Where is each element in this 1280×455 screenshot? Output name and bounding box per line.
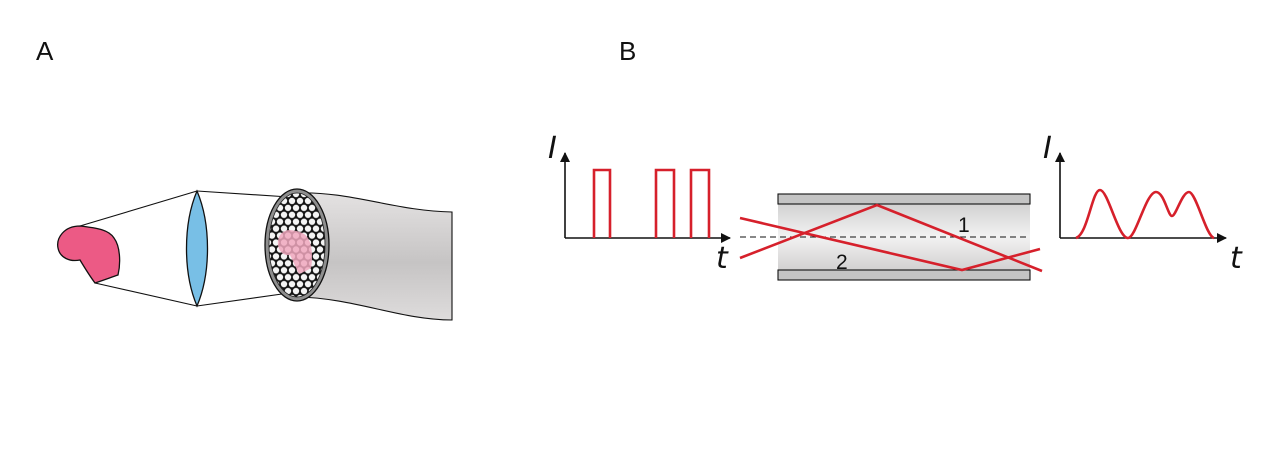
lens — [185, 189, 209, 308]
fiber-bundle-body — [296, 192, 453, 321]
output-pulse-plot: I t — [1043, 131, 1243, 276]
input-pulse-3 — [689, 168, 711, 238]
ray-1 — [739, 203, 1043, 273]
input-pulse-2 — [654, 168, 676, 238]
output-signal — [1075, 188, 1215, 240]
output-y-axis-label: I — [1043, 131, 1052, 166]
optical-fiber: 1 2 — [739, 193, 1043, 281]
panel-b: B I t 1 2 I — [548, 36, 1243, 281]
output-x-axis-label: t — [1230, 241, 1243, 276]
input-pulses — [592, 168, 711, 238]
panel-b-label: B — [619, 36, 636, 66]
fiber-top-cladding — [777, 193, 1031, 205]
input-pulse-1 — [592, 168, 612, 238]
panel-a-label: A — [36, 36, 54, 66]
light-cone — [79, 190, 290, 307]
input-y-axis-label: I — [548, 131, 557, 166]
panel-a: A — [36, 36, 453, 321]
ray-2-label: 2 — [836, 251, 848, 274]
ray-1-label: 1 — [958, 214, 970, 237]
fiber-bottom-cladding — [777, 269, 1031, 281]
projected-image — [277, 230, 313, 274]
input-pulse-plot: I t — [548, 131, 731, 276]
input-x-axis-label: t — [716, 241, 729, 276]
object-shape — [57, 225, 121, 284]
ray-2 — [739, 216, 1041, 272]
